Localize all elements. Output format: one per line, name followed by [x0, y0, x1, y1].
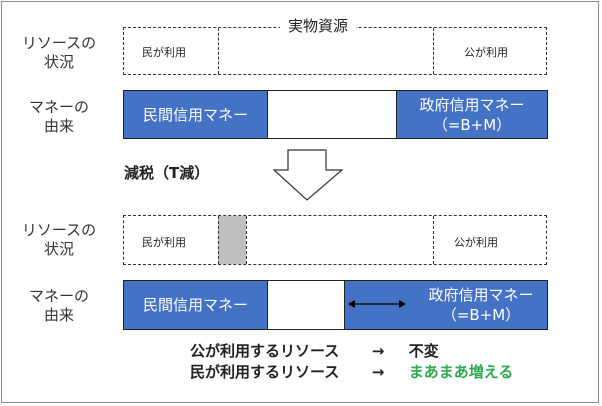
- gov-money-formula: （=B+M）: [432, 115, 512, 134]
- money-label-line2: 由来: [43, 306, 74, 324]
- money-label-line2: 由来: [43, 117, 74, 135]
- money-label-top: マネーの 由来: [4, 98, 114, 136]
- gov-money-formula: （=B+M）: [441, 306, 521, 324]
- public-use-label: 公が利用: [464, 46, 508, 59]
- private-result-text: まあまあ増える: [408, 363, 514, 381]
- tax-cut-label: 減税（T減）: [124, 164, 210, 182]
- gov-money-label: 政府信用マネー: [419, 95, 525, 114]
- gov-money-label: 政府信用マネー: [428, 286, 534, 304]
- result-arrow: →: [371, 342, 385, 360]
- private-money-label: 民間信用マネー: [142, 105, 248, 124]
- resource-label-top: リソースの 状況: [4, 34, 114, 72]
- public-resource-text: 公が利用するリソース: [190, 342, 340, 360]
- down-arrow-icon: [272, 149, 344, 201]
- money-label-line1: マネーの: [28, 98, 89, 116]
- public-result-text: 不変: [408, 342, 439, 360]
- conclusion-line-private: 民が利用するリソース → まあまあ増える: [190, 361, 513, 382]
- result-arrow: →: [371, 363, 385, 381]
- real-resources-label: 実物資源: [280, 16, 357, 36]
- money-bar-bottom: 民間信用マネー 政府信用マネー （=B+M）: [123, 280, 548, 330]
- resource-label-bottom: リソースの 状況: [4, 221, 114, 259]
- divider-public: [433, 216, 434, 264]
- private-money-label: 民間信用マネー: [142, 296, 248, 314]
- resource-label-line2: 状況: [43, 240, 74, 258]
- gov-money-block: 政府信用マネー （=B+M）: [397, 91, 547, 138]
- public-use-label: 公が利用: [454, 236, 498, 249]
- shifted-resource-block: [218, 216, 246, 264]
- divider-private: [218, 28, 219, 74]
- resource-label-line1: リソースの: [21, 34, 97, 52]
- private-money-block: 民間信用マネー: [124, 91, 267, 138]
- divider-public: [433, 28, 434, 74]
- bar-divider: [396, 91, 397, 138]
- double-arrow-icon: [348, 300, 406, 308]
- resource-label-line2: 状況: [43, 53, 74, 71]
- money-label-bottom: マネーの 由来: [4, 287, 114, 325]
- resource-bar-bottom: 民が利用 公が利用: [123, 215, 547, 265]
- private-resource-text: 民が利用するリソース: [190, 363, 340, 381]
- resource-label-line1: リソースの: [21, 221, 97, 239]
- conclusion-line-public: 公が利用するリソース → 不変: [190, 340, 439, 361]
- private-use-label: 民が利用: [142, 236, 186, 249]
- divider-private: [218, 216, 219, 264]
- bar-divider: [267, 91, 268, 138]
- money-label-line1: マネーの: [28, 287, 89, 305]
- bar-divider: [344, 281, 345, 329]
- money-bar-top: 民間信用マネー 政府信用マネー （=B+M）: [123, 90, 548, 139]
- gov-money-block: 政府信用マネー （=B+M）: [345, 281, 547, 329]
- private-money-block: 民間信用マネー: [124, 281, 267, 329]
- bar-divider: [267, 281, 268, 329]
- divider-shift: [246, 216, 247, 264]
- private-use-label: 民が利用: [142, 46, 186, 59]
